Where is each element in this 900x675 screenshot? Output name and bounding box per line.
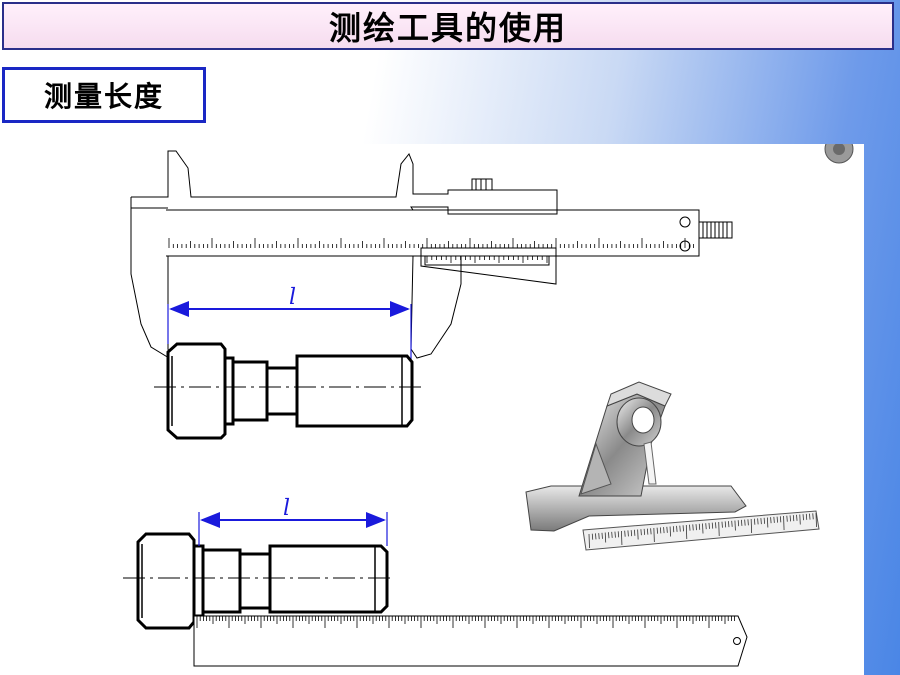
slide-title: 测绘工具的使用 [328,9,567,47]
vernier-caliper [130,150,733,361]
section-heading-box: 测量长度 [2,67,206,123]
section-heading: 测量长度 [43,80,164,113]
shaft-part-top [154,342,423,440]
measurement-illustration: l l [11,144,864,675]
caliper-vernier-scale [426,256,548,263]
bracket-part-3d [525,381,747,532]
corner-screw-icon [824,144,854,164]
caliper-main-scale [168,238,694,248]
slide-title-bar: 测绘工具的使用 [2,2,894,50]
caliper-dimension: l [167,285,412,359]
ruler-dimension-label: l [283,496,290,521]
ruler-dimension: l [198,496,388,546]
caliper-dimension-label: l [289,285,296,310]
shaft-part-bottom [123,532,394,630]
steel-ruler-bottom [193,615,748,667]
steel-ruler-angled [582,510,820,551]
